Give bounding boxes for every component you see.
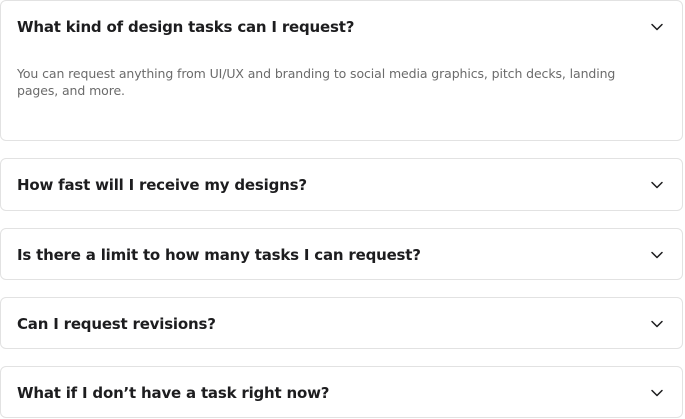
faq-question[interactable]: What kind of design tasks can I request?	[17, 18, 355, 36]
chevron-down-icon[interactable]	[650, 317, 664, 331]
faq-item-design-tasks: What kind of design tasks can I request?…	[0, 0, 683, 141]
chevron-down-icon[interactable]	[650, 178, 664, 192]
chevron-down-icon[interactable]	[650, 20, 664, 34]
faq-item-revisions[interactable]: Can I request revisions?	[0, 297, 683, 349]
faq-item-delivery-speed[interactable]: How fast will I receive my designs?	[0, 158, 683, 211]
faq-item-no-task[interactable]: What if I don’t have a task right now?	[0, 366, 683, 418]
faq-answer: You can request anything from UI/UX and …	[17, 66, 616, 98]
faq-question[interactable]: How fast will I receive my designs?	[17, 176, 307, 194]
chevron-down-icon[interactable]	[650, 248, 664, 262]
faq-question[interactable]: Can I request revisions?	[17, 315, 216, 333]
faq-question[interactable]: What if I don’t have a task right now?	[17, 384, 330, 402]
faq-question[interactable]: Is there a limit to how many tasks I can…	[17, 246, 421, 264]
chevron-down-icon[interactable]	[650, 386, 664, 400]
faq-item-task-limit[interactable]: Is there a limit to how many tasks I can…	[0, 228, 683, 280]
